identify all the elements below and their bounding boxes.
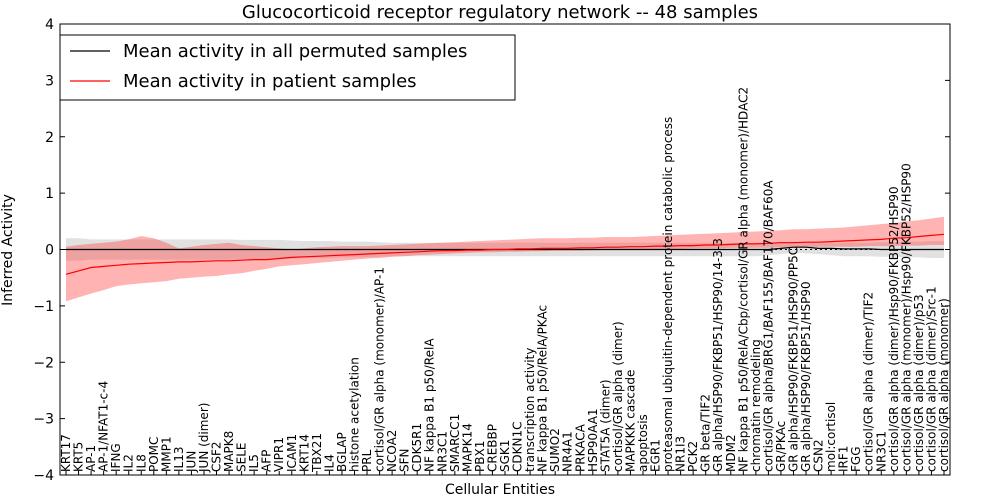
plot-frame <box>59 23 951 476</box>
x-tick-label: histone acetylation <box>348 357 362 472</box>
y-tick-label: −2 <box>33 355 54 371</box>
legend-label-permuted: Mean activity in all permuted samples <box>123 41 467 62</box>
x-tick-label: cortisol/GR alpha/BRG1/BAF155/BAF170/BAF… <box>761 180 775 472</box>
x-axis-label: Cellular Entities <box>445 482 555 498</box>
x-tick-label: cortisol/GR alpha (dimer) <box>611 321 625 472</box>
x-tick-label: MAPK14 <box>460 423 474 472</box>
x-tick-label: AP-1 <box>84 445 98 472</box>
y-axis-label: Inferred Activity <box>0 194 16 306</box>
x-tick-label: IL5 <box>247 454 261 472</box>
x-axis: KRT17KRT5AP-1AP-1/NFAT1-c-4IFNGIL2IL8POM… <box>59 87 951 475</box>
chart-title: Glucocorticoid receptor regulatory netwo… <box>242 2 758 23</box>
x-tick-label: MAPKKK cascade <box>623 370 637 472</box>
legend-label-patient: Mean activity in patient samples <box>123 71 417 92</box>
x-tick-label: cortisol/GR alpha (monomer) <box>937 298 951 472</box>
x-tick-label: PRL <box>360 449 374 472</box>
x-tick-label: transcription activity <box>523 348 537 472</box>
x-tick-label: proteasomal ubiquitin-dependent protein … <box>661 117 675 472</box>
x-tick-label: NF kappa B1 p50/RelA <box>423 338 437 472</box>
x-tick-label: NCOA2 <box>385 430 399 472</box>
band-series-1 <box>66 216 944 302</box>
x-tick-label: cortisol/GR alpha (dimer)/Hsp90/FKBP52/H… <box>887 186 901 472</box>
x-tick-label: MAPK8 <box>222 431 236 472</box>
x-tick-label: IRF1 <box>837 446 851 472</box>
x-tick-label: mol:cortisol <box>824 402 838 472</box>
x-tick-label: NF kappa B1 p50/RelA/Cbp/cortisol/GR alp… <box>736 87 750 472</box>
y-tick-label: 3 <box>45 73 54 89</box>
y-tick-label: 2 <box>45 130 54 146</box>
y-tick-label: −1 <box>33 299 54 315</box>
x-tick-label: NR3C1 <box>874 431 888 472</box>
x-tick-label: cortisol/GR alpha (dimer)/TIF2 <box>862 292 876 472</box>
x-tick-label: FGG <box>849 447 863 473</box>
legend-box <box>59 34 516 101</box>
y-tick-label: 4 <box>45 17 54 33</box>
x-tick-label: apoptosis <box>636 414 650 472</box>
x-tick-label: JUN (dimer) <box>197 403 211 473</box>
x-tick-label: GR/PKAc <box>774 421 788 472</box>
x-tick-label: cortisol/GR alpha (monomer)/AP-1 <box>373 267 387 472</box>
x-tick-label: SMARCC1 <box>448 414 462 472</box>
x-tick-label: POMC <box>147 437 161 472</box>
x-tick-label: EGR1 <box>649 439 663 472</box>
x-tick-label: SUMO2 <box>548 428 562 472</box>
x-tick-label: PBX1 <box>473 441 487 472</box>
x-tick-label: KRT14 <box>297 434 311 472</box>
y-tick-label: −3 <box>33 412 54 428</box>
x-tick-label: CREBBP <box>486 424 500 472</box>
x-tick-label: CSF2 <box>210 441 224 472</box>
x-tick-label: KRT17 <box>59 434 73 472</box>
x-tick-label: BGLAP <box>335 432 349 472</box>
x-tick-label: GR alpha/HSP90/FKBP51/HSP90/14-3-3 <box>711 238 725 472</box>
x-tick-label: PCK2 <box>686 441 700 472</box>
x-tick-label: IL4 <box>322 454 336 472</box>
x-tick-label: TBX21 <box>310 433 324 473</box>
x-tick-label: IL8 <box>134 454 148 472</box>
x-tick-label: JUN <box>184 451 198 473</box>
x-tick-label: SFN <box>398 449 412 473</box>
x-tick-label: IFNG <box>109 443 123 472</box>
y-tick-label: 1 <box>45 186 54 202</box>
x-tick-label: NR1I3 <box>674 436 688 472</box>
x-tick-label: KRT5 <box>72 442 86 472</box>
x-tick-label: NF kappa B1 p50/RelA/PKAc <box>536 305 550 472</box>
x-tick-label: AFP <box>260 450 274 472</box>
y-tick-label: −4 <box>33 468 54 484</box>
x-tick-label: CSN2 <box>812 439 826 472</box>
series-lines <box>65 233 945 275</box>
x-tick-label: NR4A1 <box>561 431 575 472</box>
x-tick-label: cortisol/GR alpha (dimer)/p53 <box>912 294 926 472</box>
legend: Mean activity in all permuted samples Me… <box>59 34 516 101</box>
x-tick-label: MMP1 <box>159 436 173 472</box>
x-tick-label: CDKN1C <box>511 422 525 472</box>
x-tick-label: IL13 <box>172 447 186 473</box>
x-tick-label: GR alpha/HSP90/FKBP51/HSP90 <box>799 281 813 472</box>
x-tick-label: chromatin remodeling <box>749 339 763 472</box>
y-axis: 4 3 2 1 0 −1 −2 −3 −4 <box>33 17 950 484</box>
x-tick-label: PRKACA <box>573 423 587 472</box>
x-tick-label: AP-1/NFAT1-c-4 <box>97 381 111 472</box>
series-line-1 <box>65 233 945 275</box>
x-tick-label: cortisol/GR alpha (monomer)/Hsp90/FKBP52… <box>899 163 913 472</box>
x-tick-label: HSP90AA1 <box>586 408 600 472</box>
x-tick-label: GR alpha/HSP90/FKBP51/HSP90/PP5C <box>787 247 801 472</box>
x-tick-label: VIPR1 <box>272 437 286 472</box>
x-tick-label: ICAM1 <box>285 434 299 472</box>
x-tick-label: CDK5R1 <box>410 423 424 472</box>
y-tick-label: 0 <box>45 243 54 259</box>
x-tick-label: STAT5A (dimer) <box>598 379 612 472</box>
x-tick-label: IL2 <box>122 454 136 472</box>
x-tick-label: cortisol/GR alpha (dimer)/Src-1 <box>925 286 939 472</box>
x-tick-label: SGK1 <box>498 440 512 472</box>
x-tick-label: SELE <box>235 443 249 472</box>
x-tick-label: NR3C1 <box>435 431 449 472</box>
x-tick-label: GR beta/TIF2 <box>699 394 713 472</box>
x-tick-label: MDM2 <box>724 434 738 472</box>
